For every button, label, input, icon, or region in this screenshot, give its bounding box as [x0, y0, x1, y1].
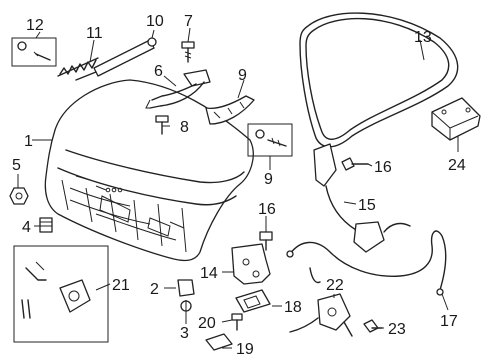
weatherstrip-drawing: [299, 12, 459, 148]
callout-16a: 16: [374, 159, 392, 176]
bolt-16-lower-drawing: [259, 231, 273, 251]
callout-19: 19: [236, 341, 254, 358]
callout-16b: 16: [258, 201, 276, 218]
callout-23: 23: [388, 321, 406, 338]
callout-7: 7: [184, 13, 193, 30]
callout-20: 20: [198, 315, 216, 332]
lift-strut-drawing: [75, 37, 157, 81]
striker-drawing: [235, 289, 271, 313]
callout-11: 11: [86, 25, 103, 42]
bolt-box-drawing: [247, 123, 293, 157]
callout-1: 1: [24, 133, 33, 150]
latch-kit-drawing: [13, 245, 109, 343]
callout-24: 24: [448, 157, 466, 174]
callout-14: 14: [200, 265, 218, 282]
callout-21: 21: [112, 277, 130, 294]
clip-kit-drawing: [11, 37, 57, 67]
bolt-23-drawing: [363, 319, 383, 333]
hinge-drawing: [145, 69, 211, 109]
bolt-8-drawing: [155, 115, 169, 135]
callout-8: 8: [180, 119, 189, 136]
callout-17: 17: [440, 313, 458, 330]
latch-actuator-drawing: [289, 293, 353, 337]
latch-bracket-drawing: [231, 243, 271, 285]
hinge-cover-drawing: [205, 95, 255, 125]
bolt-3-drawing: [180, 300, 192, 312]
control-module-drawing: [431, 97, 481, 141]
bolt-7-drawing: [181, 41, 195, 63]
release-cable-drawing: [313, 143, 411, 253]
callout-18: 18: [284, 299, 302, 316]
callout-9b: 9: [264, 171, 273, 188]
callout-22: 22: [326, 277, 344, 294]
leader-lines: [17, 27, 459, 349]
handle-drawing: [205, 333, 233, 351]
callout-12: 12: [26, 17, 44, 34]
callout-6: 6: [154, 63, 163, 80]
spring-bumper-drawing: [39, 217, 53, 233]
callout-15: 15: [358, 197, 376, 214]
long-cable-drawing: [286, 230, 447, 296]
bolt-16-upper-drawing: [341, 157, 369, 171]
nut-drawing: [9, 187, 29, 205]
callout-9a: 9: [238, 67, 247, 84]
callout-10: 10: [146, 13, 164, 30]
callout-2: 2: [150, 281, 159, 298]
callout-3: 3: [180, 325, 189, 342]
callout-13: 13: [414, 29, 432, 46]
callout-4: 4: [22, 219, 31, 236]
trunk-lid-drawing: [44, 79, 254, 262]
bolt-20-drawing: [231, 313, 243, 331]
callout-labels: 1 2 3 4 5 6 7 8 9 9 10 11 12 13 14 15 16…: [12, 13, 466, 358]
bumper-drawing: [177, 279, 195, 297]
spring-drawing: [57, 57, 99, 77]
callout-5: 5: [12, 157, 21, 174]
